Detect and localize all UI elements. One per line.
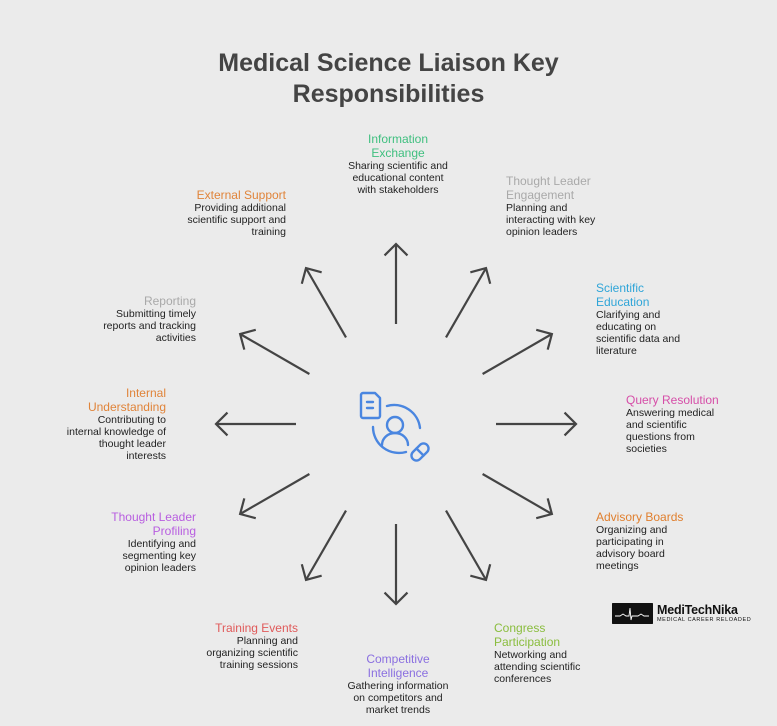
arrow-training-events <box>300 510 347 582</box>
arrow-congress-participation <box>445 510 492 582</box>
arrow-head <box>238 328 257 350</box>
arrow-head <box>563 411 578 437</box>
arrow-query-resolution <box>496 411 578 437</box>
arrow-external-support <box>300 266 347 338</box>
node-heading: Advisory Boards <box>596 510 684 524</box>
doctor-document-pill-icon <box>359 391 430 462</box>
arrow-information-exchange <box>383 242 409 324</box>
arrow-head <box>470 563 492 582</box>
diagram-title: Medical Science Liaison Key Responsibili… <box>0 48 777 110</box>
arrow-shaft <box>445 267 487 338</box>
arrow-internal-understanding <box>214 411 296 437</box>
meditechnika-logo: MediTechNika MEDICAL CAREER RELOADED <box>612 603 751 624</box>
arrow-head <box>383 242 409 257</box>
node-heading: Query Resolution <box>626 393 719 407</box>
arrow-shaft <box>482 473 553 515</box>
heartbeat-ecg-icon <box>612 603 653 624</box>
arrow-head <box>214 411 229 437</box>
arrow-thought-leader-engagement <box>445 266 492 338</box>
arrow-competitive-intelligence <box>383 524 409 606</box>
title-line-2: Responsibilities <box>292 80 485 108</box>
arrow-head <box>383 591 409 606</box>
node-heading: Training Events <box>215 621 298 635</box>
logo-tagline: MEDICAL CAREER RELOADED <box>657 616 752 623</box>
node-heading: Reporting <box>143 294 196 308</box>
logo-name: MediTechNika <box>657 602 738 617</box>
arrow-shaft <box>305 267 347 338</box>
arrow-shaft <box>239 473 310 515</box>
arrow-scientific-education <box>482 328 554 375</box>
arrow-head <box>535 498 554 520</box>
arrow-shaft <box>445 510 487 581</box>
arrow-shaft <box>305 510 347 581</box>
arrow-thought-leader-profiling <box>238 473 310 520</box>
arrow-reporting <box>238 328 310 375</box>
arrow-shaft <box>482 333 553 375</box>
arrow-advisory-boards <box>482 473 554 520</box>
arrow-head <box>300 266 322 285</box>
arrow-shaft <box>239 333 310 375</box>
arrow-head <box>300 563 322 582</box>
arrow-head <box>470 266 492 285</box>
arrow-head <box>238 498 257 520</box>
node-heading: External Support <box>196 188 286 202</box>
title-line-1: Medical Science Liaison Key <box>218 49 559 77</box>
arrow-head <box>535 328 554 350</box>
